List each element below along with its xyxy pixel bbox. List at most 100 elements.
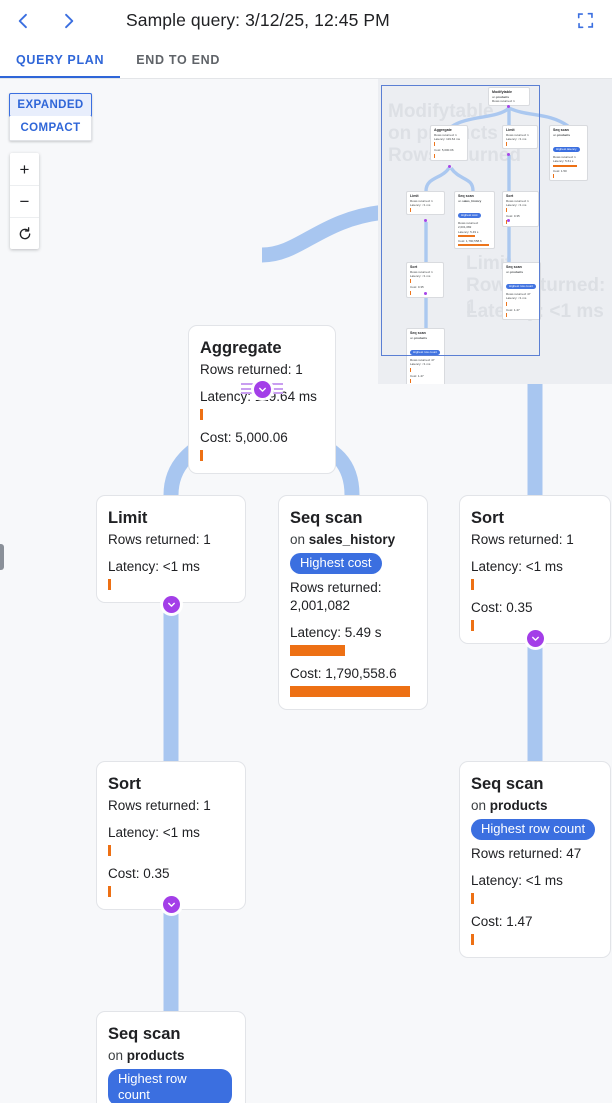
zoom-out-button[interactable]: − xyxy=(10,185,39,217)
node-aggregate[interactable]: Aggregate Rows returned: 1 Latency: 119.… xyxy=(188,325,336,474)
node-latency-metric: Latency: <1 ms xyxy=(471,558,597,590)
minimap[interactable]: Modifytable on products Rows returned Li… xyxy=(378,79,612,384)
status-badge-highest-cost[interactable]: Highest cost xyxy=(290,553,382,574)
minimap-node-aggregate[interactable]: Aggregate Rows returned: 1 Latency: 119.… xyxy=(430,125,468,161)
minimap-node-title: Seq scan xyxy=(506,265,522,269)
minimap-cost-bar xyxy=(553,174,554,178)
minimap-node-limit[interactable]: Limit Rows returned: 1 Latency: <1 ms xyxy=(406,191,445,216)
forward-button[interactable] xyxy=(46,0,92,41)
node-relation-name: products xyxy=(126,1048,185,1063)
tab-query-plan[interactable]: QUERY PLAN xyxy=(0,41,121,78)
node-cost-metric: Cost: 5,000.06 xyxy=(200,429,322,461)
node-latency-metric: Latency: 5.49 s xyxy=(290,624,414,656)
node-latency-bar xyxy=(108,845,111,856)
minimap-viewport-rect[interactable] xyxy=(381,85,540,356)
node-seq-scan-products-right[interactable]: Seq scan on products Highest row count R… xyxy=(459,761,611,958)
node-cost-bar xyxy=(108,886,111,897)
minimap-node-latency: Latency: <1 ms xyxy=(506,203,527,208)
minimap-node-rows: Rows returned: 2,001,082 xyxy=(458,221,479,230)
node-relation-name: sales_history xyxy=(308,532,396,547)
reset-view-button[interactable] xyxy=(10,217,39,249)
minimap-toggle-dot[interactable] xyxy=(424,292,428,296)
node-cost-label: Cost: 0.35 xyxy=(471,600,533,615)
chevron-right-icon xyxy=(65,13,74,28)
minimap-node-seq-scan-products-mid[interactable]: Seq scan on products Highest row count R… xyxy=(502,262,541,320)
node-relation: on sales_history xyxy=(290,530,414,549)
node-relation: on products xyxy=(471,796,597,815)
node-seq-scan-sales-history[interactable]: Seq scan on sales_history Highest cost R… xyxy=(278,495,428,710)
node-cost-metric: Cost: 1,790,558.6 xyxy=(290,665,414,697)
status-badge-highest-row-count[interactable]: Highest row count xyxy=(471,819,596,840)
minimap-status-badge-highest-row-count[interactable]: Highest row count xyxy=(506,283,537,290)
graph-canvas[interactable]: Modifytable on products Rows returned Ag… xyxy=(0,79,612,1103)
minimap-latency-bar xyxy=(506,142,507,147)
minimap-node-rows: Rows returned: 1 xyxy=(492,99,515,104)
tab-end-to-end[interactable]: END TO END xyxy=(120,41,236,78)
minimap-toggle-dot[interactable] xyxy=(507,153,511,157)
minimap-cost-bar xyxy=(506,219,507,224)
minimap-node-title: Sort xyxy=(410,265,418,269)
fullscreen-button[interactable] xyxy=(562,0,608,41)
node-latency-label: Latency: <1 ms xyxy=(108,559,200,574)
minimap-node-sort-left[interactable]: Sort Rows returned: 1 Latency: <1 ms Cos… xyxy=(406,262,444,298)
node-sort-left[interactable]: Sort Rows returned: 1 Latency: <1 ms Cos… xyxy=(96,761,246,910)
minimap-node-cost: Cost: 0.35 xyxy=(410,285,424,290)
status-badge-highest-row-count[interactable]: Highest row count xyxy=(108,1069,232,1103)
minimap-node-cost: Cost: 1.47 xyxy=(410,373,424,378)
display-mode-toggle: EXPANDED COMPACT xyxy=(9,93,92,141)
left-drawer-handle[interactable] xyxy=(0,544,4,570)
minimap-status-badge-highest-latency[interactable]: Highest latency xyxy=(553,146,580,153)
mode-expanded-button[interactable]: EXPANDED xyxy=(9,93,92,117)
minimap-node-seq-scan-sales-history[interactable]: Seq scan on sales_history Highest cost R… xyxy=(454,191,495,250)
minimap-node-relation: on products xyxy=(553,133,571,137)
tab-bar: QUERY PLAN END TO END xyxy=(0,41,612,79)
node-title: Sort xyxy=(471,509,504,527)
minimap-node-relation: on products xyxy=(506,270,524,274)
back-button[interactable] xyxy=(0,0,46,41)
minimap-node-rows: Rows returned: 1 xyxy=(506,199,529,203)
minimap-node-latency: Latency: <1 ms xyxy=(506,137,527,142)
node-seq-scan-products-bottom[interactable]: Seq scan on products Highest row count R… xyxy=(96,1011,246,1103)
node-latency-bar xyxy=(200,409,203,420)
minimap-toggle-dot[interactable] xyxy=(424,219,428,223)
minimap-node-cost: Cost: 5,000.06 xyxy=(434,148,454,153)
chevron-down-icon xyxy=(168,602,175,607)
minimap-node-latency: Latency: <1 ms xyxy=(506,296,527,301)
collapse-toggle-limit[interactable] xyxy=(163,596,180,613)
node-rows-returned: Rows returned: 2,001,082 xyxy=(290,580,382,613)
collapse-toggle-aggregate[interactable] xyxy=(254,381,271,398)
minimap-node-cost: Cost: 1.47 xyxy=(506,307,520,312)
node-on-label: on xyxy=(471,798,487,813)
node-sort-right[interactable]: Sort Rows returned: 1 Latency: <1 ms Cos… xyxy=(459,495,611,644)
minimap-status-badge-highest-cost[interactable]: Highest cost xyxy=(458,212,481,219)
minimap-node-rows: Rows returned: 1 xyxy=(434,133,457,137)
minimap-node-seq-scan-products-top[interactable]: Seq scan on products Highest latency Row… xyxy=(549,125,588,181)
node-rows-returned: Rows returned: 47 xyxy=(471,846,582,861)
minimap-cost-bar xyxy=(410,290,411,295)
minimap-latency-bar xyxy=(410,208,411,213)
node-cost-bar xyxy=(471,620,474,631)
node-limit[interactable]: Limit Rows returned: 1 Latency: <1 ms xyxy=(96,495,246,603)
collapse-toggle-sort-left[interactable] xyxy=(163,896,180,913)
minimap-node-seq-scan-products-bottom[interactable]: Seq scan on products Highest row count R… xyxy=(406,328,445,384)
zoom-out-icon: − xyxy=(19,192,30,211)
reset-rotate-icon xyxy=(19,226,30,239)
minimap-toggle-dot[interactable] xyxy=(507,219,511,223)
node-latency-metric: Latency: <1 ms xyxy=(108,824,232,856)
mode-compact-button[interactable]: COMPACT xyxy=(10,116,91,140)
mode-compact-label: COMPACT xyxy=(20,122,81,134)
chevron-down-icon xyxy=(532,636,539,641)
zoom-in-button[interactable]: + xyxy=(10,153,39,185)
minimap-node-cost: Cost: 1.50 xyxy=(553,168,567,173)
node-latency-label: Latency: <1 ms xyxy=(108,825,200,840)
collapse-toggle-sort-right[interactable] xyxy=(527,630,544,647)
minimap-node-limit-top[interactable]: Limit Rows returned: 1 Latency: <1 ms xyxy=(502,125,538,150)
tab-query-plan-label: QUERY PLAN xyxy=(16,52,105,67)
minimap-cost-bar xyxy=(506,312,507,317)
minimap-node-latency: Latency: <1 ms xyxy=(410,362,431,367)
minimap-toggle-dot[interactable] xyxy=(448,165,452,169)
minimap-toggle-dot[interactable] xyxy=(507,105,511,109)
minimap-status-badge-highest-row-count[interactable]: Highest row count xyxy=(410,349,441,356)
node-on-label: on xyxy=(290,532,306,547)
minimap-node-title: Aggregate xyxy=(434,128,452,132)
